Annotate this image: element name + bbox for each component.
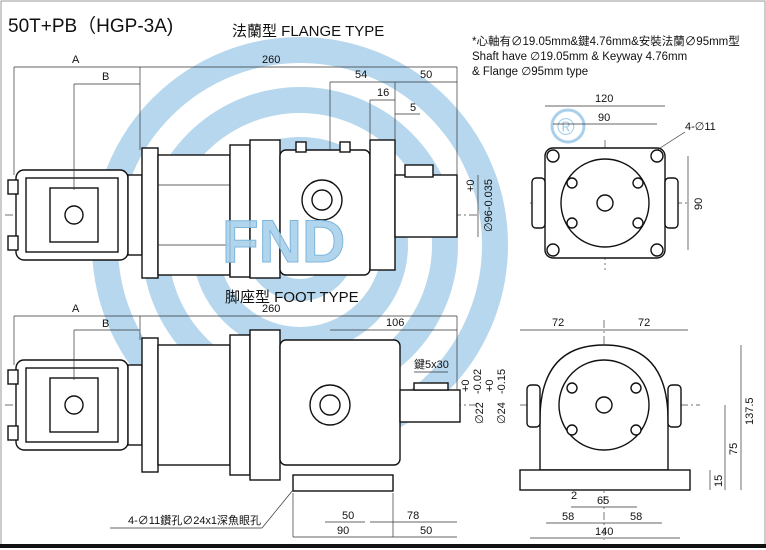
foot-dim-key: 鍵5x30 bbox=[414, 357, 449, 371]
watermark-text: FND bbox=[222, 208, 345, 275]
foot-dim-50b: 50 bbox=[420, 525, 432, 537]
foot-dim-22-tol-lo: -0.02 bbox=[472, 369, 484, 394]
foot-end-58b: 58 bbox=[630, 511, 642, 523]
flange-dimensions: A B 260 54 50 16 5 ∅96-0.035 +0 bbox=[13, 54, 495, 237]
foot-end-72b: 72 bbox=[638, 317, 650, 329]
foot-dim-b: B bbox=[102, 318, 109, 330]
dim-54: 54 bbox=[355, 69, 367, 81]
foot-type-label: 脚座型 FOOT TYPE bbox=[225, 289, 359, 306]
foot-end-72a: 72 bbox=[552, 317, 564, 329]
note-line-3: & Flange ∅95mm type bbox=[472, 66, 588, 78]
foot-dim-24-tol-lo: -0.15 bbox=[496, 369, 508, 394]
note-line-1: *心軸有∅19.05mm&鍵4.76mm&安裝法蘭∅95mm型 bbox=[472, 34, 740, 48]
dim-a: A bbox=[72, 54, 80, 66]
flange-side-view bbox=[5, 139, 480, 279]
foot-dimensions: A B 260 106 鍵5x30 ∅22 +0 -0.02 ∅24 +0 -0… bbox=[13, 303, 508, 538]
foot-dim-a: A bbox=[72, 303, 80, 315]
registered-mark-icon bbox=[550, 108, 586, 144]
dim-shaft-dia: ∅96-0.035 bbox=[483, 179, 495, 232]
foot-dim-50a: 50 bbox=[342, 510, 354, 522]
dim-shaft-tol: +0 bbox=[465, 179, 477, 192]
page-title: 50T+PB（HGP-3A) bbox=[8, 15, 173, 37]
foot-dim-24: ∅24 bbox=[496, 402, 508, 424]
foot-end-15: 15 bbox=[713, 475, 725, 487]
foot-end-2: 2 bbox=[571, 490, 577, 502]
dim-b: B bbox=[102, 71, 109, 83]
note-line-2: Shaft have ∅19.05mm & Keyway 4.76mm bbox=[472, 51, 687, 63]
foot-hole-note: 4-∅11鑽孔∅24x1深魚眼孔 bbox=[128, 513, 261, 527]
flange-type-label: 法蘭型 FLANGE TYPE bbox=[232, 23, 384, 40]
dim-holes: 4-∅11 bbox=[685, 121, 716, 133]
foot-dim-22-tol-hi: +0 bbox=[460, 379, 472, 392]
foot-end-140: 140 bbox=[595, 526, 613, 538]
foot-side-view bbox=[5, 329, 480, 492]
foot-end-137: 137.5 bbox=[744, 397, 756, 425]
dim-90-vertical: 90 bbox=[693, 198, 705, 210]
foot-dim-22: ∅22 bbox=[474, 402, 486, 424]
foot-end-65: 65 bbox=[597, 495, 609, 507]
foot-end-75: 75 bbox=[728, 443, 740, 455]
flange-end-view: 120 90 90 4-∅11 bbox=[530, 93, 716, 270]
dim-5: 5 bbox=[410, 102, 416, 114]
dim-90-horizontal: 90 bbox=[598, 112, 610, 124]
registered-mark: ® bbox=[557, 114, 575, 141]
foot-end-58a: 58 bbox=[562, 511, 574, 523]
dim-260: 260 bbox=[262, 54, 280, 66]
foot-dim-78: 78 bbox=[407, 510, 419, 522]
foot-dim-260: 260 bbox=[262, 303, 280, 315]
foot-dim-90: 90 bbox=[337, 525, 349, 537]
dim-50: 50 bbox=[420, 69, 432, 81]
foot-end-view: 72 72 137.5 75 15 2 65 58 58 140 bbox=[519, 317, 756, 540]
dim-16: 16 bbox=[377, 87, 389, 99]
foot-dim-106: 106 bbox=[386, 317, 404, 329]
dim-120: 120 bbox=[595, 93, 613, 105]
foot-dim-24-tol-hi: +0 bbox=[484, 379, 496, 392]
